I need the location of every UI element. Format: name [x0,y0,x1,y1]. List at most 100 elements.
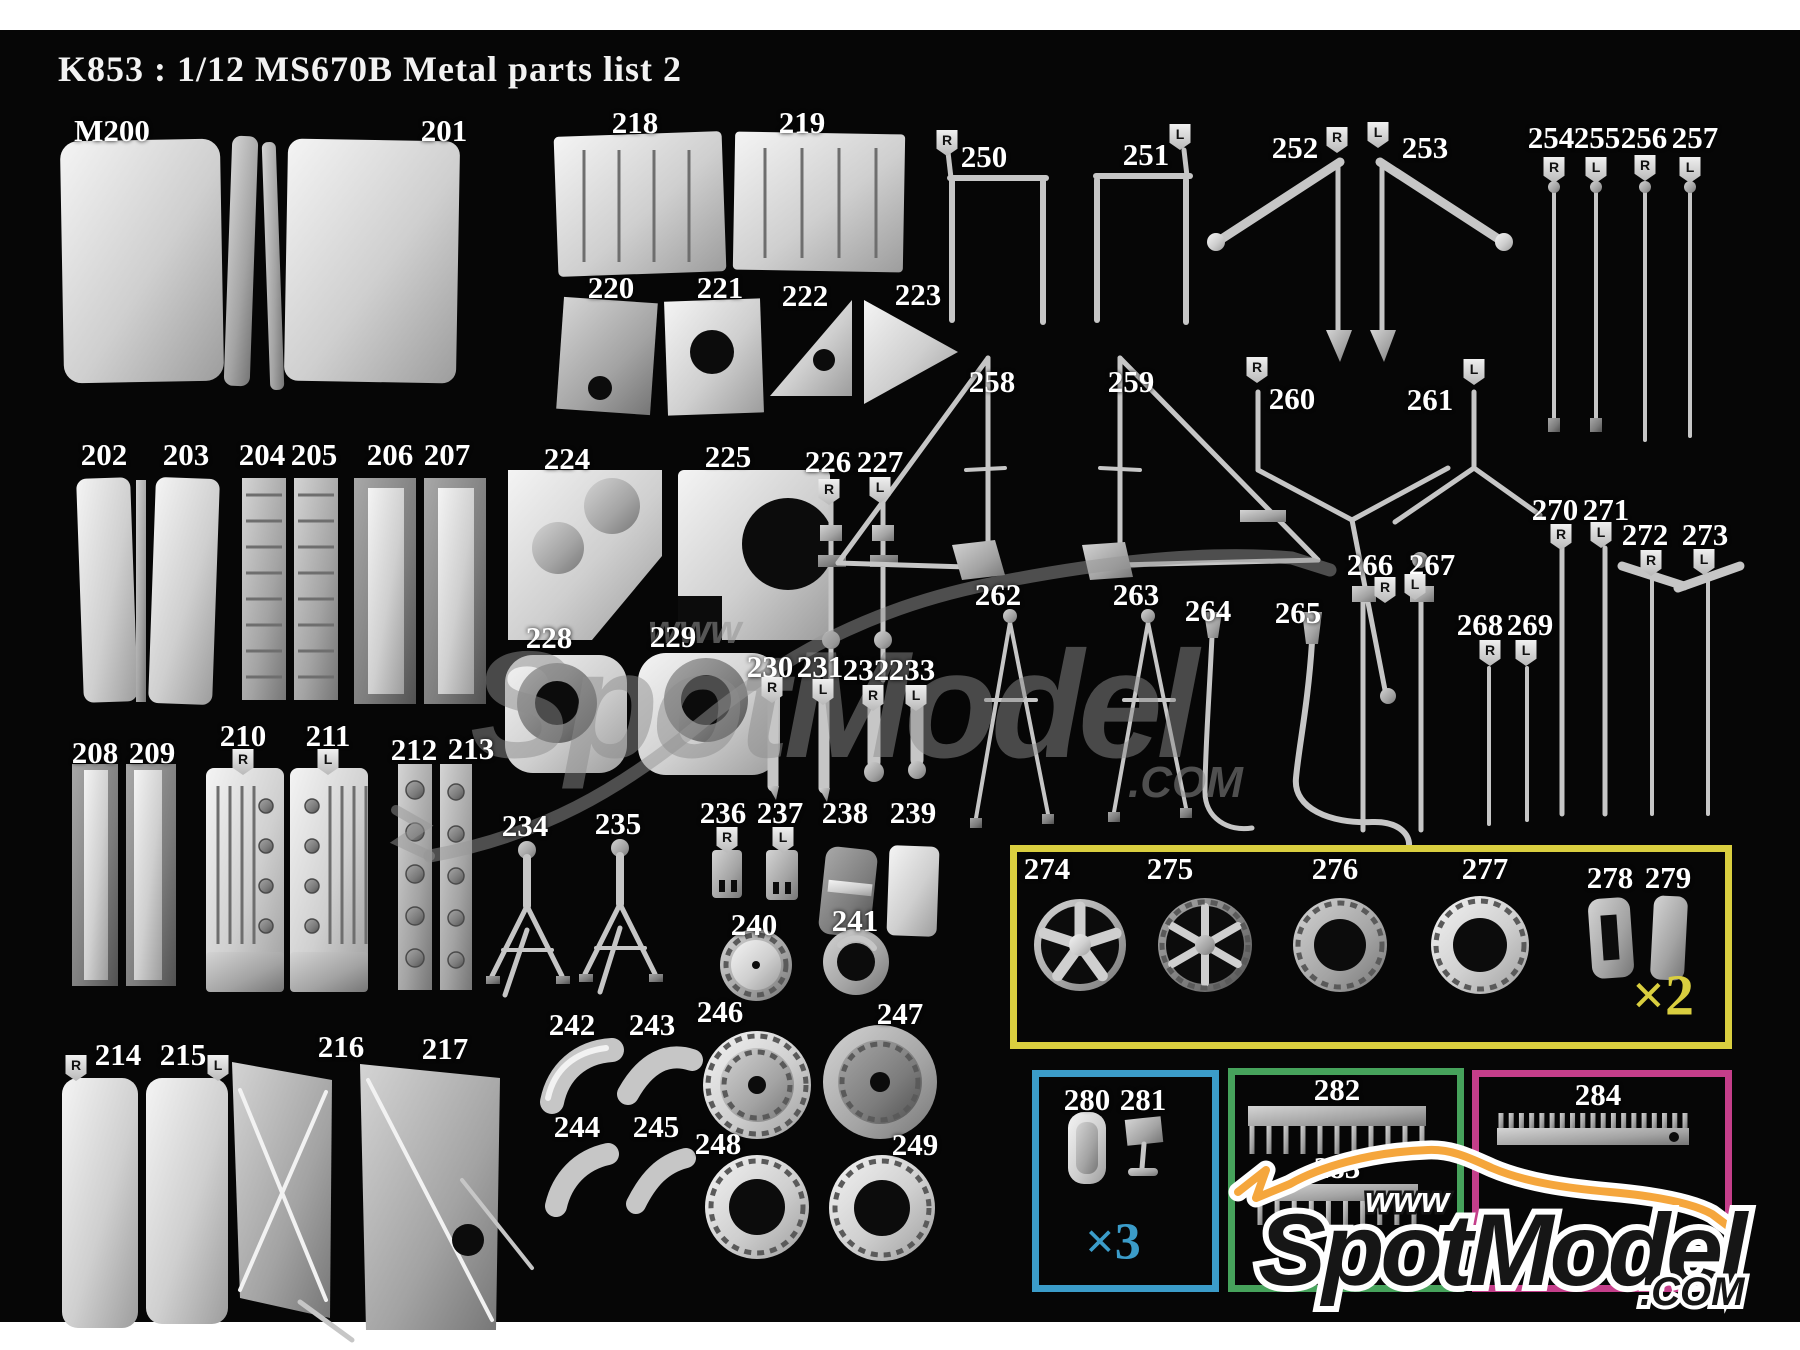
part-label-214: 214 [94,1037,142,1072]
part-shape [1180,808,1192,818]
part-shape [1548,181,1560,193]
logo-com-text: .COM [1640,1270,1746,1314]
comb-box [1228,1068,1464,1292]
part-shape [1570,1113,1576,1128]
part-shape [304,918,320,934]
part-shape [588,376,612,400]
part-shape [1351,1126,1357,1154]
part-shape [617,901,658,977]
part-shape [1204,612,1222,638]
left-side-tag: L [1515,640,1537,666]
part-shape [1314,919,1366,971]
part-shape [294,478,338,700]
part-shape [1590,181,1602,193]
part-shape [447,951,465,969]
part-shape [705,1033,809,1137]
part-label-279: 279 [1644,860,1692,895]
part-shape [489,903,530,979]
part-shape [579,974,593,982]
part-shape [1495,233,1513,251]
sheet-title: K853 : 1/12 MS670B Metal parts list 2 [58,49,682,89]
part-label-241: 241 [831,903,879,938]
part-shape [1139,1141,1147,1171]
part-label-247: 247 [876,996,924,1031]
part-shape [1498,1113,1504,1128]
part-label-231: 231 [796,649,844,684]
part-shape [864,300,958,404]
part-shape [820,525,842,541]
part-shape [785,882,791,894]
part-shape [1124,1116,1164,1146]
part-shape [1159,899,1251,991]
part-label-263: 263 [1112,577,1160,612]
part-label-266: 266 [1346,547,1394,582]
part-shape [584,478,640,534]
part-shape [1672,1113,1678,1128]
part-label-202: 202 [80,437,128,472]
part-shape [1590,1113,1596,1128]
logo-www-text: www [1365,1179,1451,1220]
part-label-252: 252 [1271,130,1319,165]
part-shape [678,596,722,640]
part-label-234: 234 [501,808,549,843]
part-label-237: 237 [756,795,804,830]
part-shape [206,768,284,992]
part-shape [284,138,460,384]
part-label-265: 265 [1274,595,1322,630]
part-shape [1497,1128,1689,1145]
part-shape [1249,1126,1255,1154]
part-shape [1385,1126,1391,1154]
spotmodel-logo: www SpotModel .COM [1228,1140,1760,1318]
part-shape [832,1158,932,1258]
right-side-tag: R [716,827,738,853]
part-shape [1368,1126,1374,1154]
part-shape [813,349,835,371]
part-shape [447,825,465,843]
part-shape [582,901,623,977]
part-shape [556,976,570,984]
part-label-206: 206 [366,437,414,472]
left-side-tag: L [1679,157,1701,183]
part-shape [1433,898,1527,992]
part-shape [518,841,536,859]
part-label-258: 258 [968,364,1016,399]
part-shape [770,300,852,396]
part-shape [1380,688,1396,704]
part-shape [729,1179,785,1235]
part-shape [1375,157,1505,245]
part-label-M200: M200 [74,113,150,148]
part-shape [136,480,146,702]
part-label-239: 239 [889,795,937,830]
part-shape [304,878,320,894]
part-shape [1392,465,1477,525]
part-shape [1518,1113,1524,1128]
part-shape [1641,1113,1647,1128]
part-shape [1419,1126,1425,1154]
part-label-251: 251 [1122,137,1170,172]
part-label-284: 284 [1574,1077,1622,1112]
part-label-280: 280 [1063,1082,1111,1117]
part-shape [748,1076,766,1094]
part-label-240: 240 [730,907,778,942]
part-shape [368,488,404,694]
part-label-211: 211 [305,718,351,753]
right-side-tag: R [862,685,884,711]
part-shape [731,880,737,892]
part-shape [1343,1201,1349,1225]
part-shape [146,1078,228,1324]
right-side-tag: R [1634,155,1656,181]
left-side-tag: L [207,1055,229,1081]
part-shape [1349,517,1388,693]
part-label-260: 260 [1268,381,1316,416]
part-label-264: 264 [1184,593,1232,628]
right-side-tag: R [1479,640,1501,666]
part-shape [649,974,663,982]
part-label-248: 248 [694,1126,742,1161]
part-shape [1471,465,1543,518]
part-label-243: 243 [628,1007,676,1042]
part-shape [1076,1122,1098,1174]
part-shape [872,525,894,541]
part-label-222: 222 [781,278,829,313]
part-label-203: 203 [162,437,210,472]
